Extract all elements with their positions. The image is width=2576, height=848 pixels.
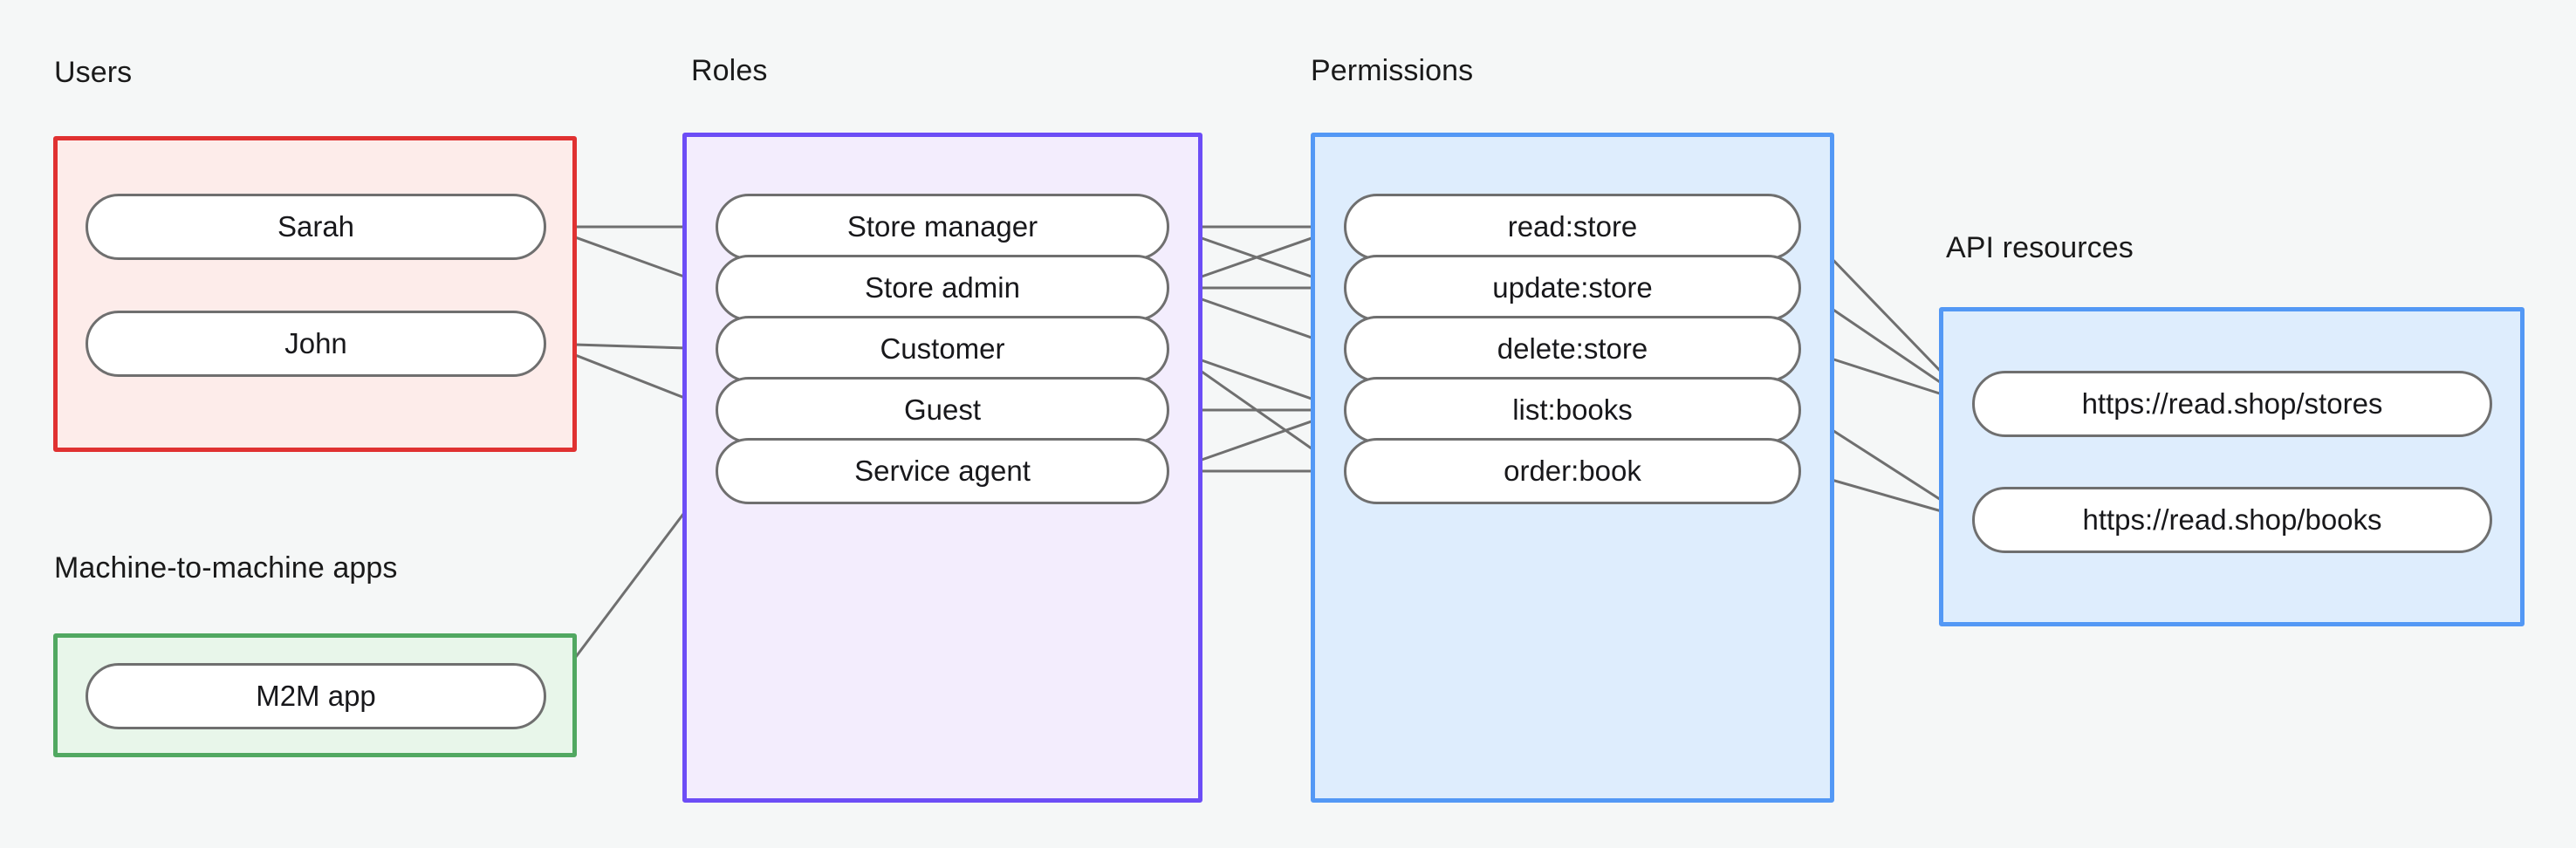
group-label-api-resources: API resources bbox=[1946, 231, 2134, 264]
node-service-agent[interactable]: Service agent bbox=[716, 438, 1169, 504]
group-box-users bbox=[53, 136, 577, 452]
node-label-store-admin: Store admin bbox=[865, 271, 1020, 304]
node-list-books[interactable]: list:books bbox=[1344, 377, 1801, 443]
node-update-store[interactable]: update:store bbox=[1344, 255, 1801, 321]
node-label-customer: Customer bbox=[880, 332, 1005, 365]
node-read-store[interactable]: read:store bbox=[1344, 194, 1801, 260]
node-label-read-store: read:store bbox=[1507, 210, 1638, 243]
node-res-stores[interactable]: https://read.shop/stores bbox=[1972, 371, 2492, 437]
node-order-book[interactable]: order:book bbox=[1344, 438, 1801, 504]
node-label-res-stores: https://read.shop/stores bbox=[2081, 387, 2383, 420]
node-res-books[interactable]: https://read.shop/books bbox=[1972, 487, 2492, 553]
node-sarah[interactable]: Sarah bbox=[86, 194, 546, 260]
node-label-delete-store: delete:store bbox=[1497, 332, 1648, 365]
node-label-m2m-app: M2M app bbox=[256, 680, 376, 712]
node-label-service-agent: Service agent bbox=[854, 455, 1031, 487]
node-guest[interactable]: Guest bbox=[716, 377, 1169, 443]
group-label-permissions: Permissions bbox=[1311, 54, 1474, 87]
group-label-m2m: Machine-to-machine apps bbox=[54, 551, 398, 585]
node-label-sarah: Sarah bbox=[277, 210, 355, 243]
node-label-list-books: list:books bbox=[1512, 393, 1633, 426]
node-label-store-manager: Store manager bbox=[846, 210, 1038, 243]
group-box-api-resources bbox=[1939, 307, 2525, 626]
node-john[interactable]: John bbox=[86, 311, 546, 377]
node-label-order-book: order:book bbox=[1504, 455, 1641, 487]
node-label-john: John bbox=[284, 327, 347, 359]
node-store-manager[interactable]: Store manager bbox=[716, 194, 1169, 260]
group-label-roles: Roles bbox=[691, 54, 768, 87]
node-m2m-app[interactable]: M2M app bbox=[86, 663, 546, 729]
node-label-res-books: https://read.shop/books bbox=[2082, 503, 2382, 536]
node-label-update-store: update:store bbox=[1492, 271, 1653, 304]
node-customer[interactable]: Customer bbox=[716, 316, 1169, 382]
node-label-guest: Guest bbox=[903, 393, 982, 426]
node-delete-store[interactable]: delete:store bbox=[1344, 316, 1801, 382]
group-label-users: Users bbox=[54, 56, 133, 89]
node-store-admin[interactable]: Store admin bbox=[716, 255, 1169, 321]
